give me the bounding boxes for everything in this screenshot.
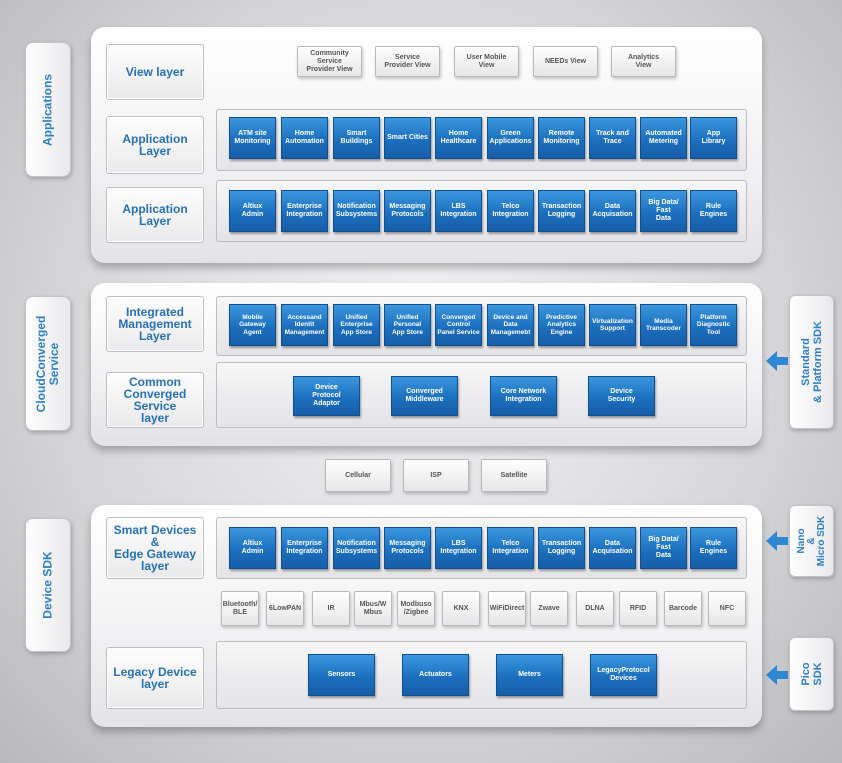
pico-sdk-label: Pico SDK xyxy=(799,662,824,686)
integrated-management-label: Integrated Management Layer xyxy=(106,296,204,352)
smart-item-2: Enterprise Integration xyxy=(281,527,328,569)
nano-sdk-arrow-icon xyxy=(766,530,788,552)
protocol-item-2: 6LowPAN xyxy=(266,591,304,626)
app-row2-item-5: LBS Integration xyxy=(435,190,482,232)
smart-item-5: LBS Integration xyxy=(435,527,482,569)
nano-micro-sdk-tab: Nano & Micro SDK xyxy=(789,505,834,577)
common-item-4: Device Security xyxy=(588,376,655,416)
integrated-item-7: Predictive Analytics Engine xyxy=(538,304,585,346)
integrated-item-1: Mobile Gateway Agent xyxy=(229,304,276,346)
app-row1-item-8: Track and Trace xyxy=(589,117,636,159)
applications-tab: Applications xyxy=(25,42,71,177)
protocol-item-9: DLNA xyxy=(576,591,614,626)
common-item-2: Converged Middleware xyxy=(391,376,458,416)
cloud-converged-tab: CloudConverged Service xyxy=(25,296,71,431)
pico-sdk-tab: Pico SDK xyxy=(789,637,834,711)
app-row1-item-6: Green Applications xyxy=(487,117,534,159)
legacy-item-3: Meters xyxy=(496,654,563,696)
integrated-item-3: Unified Enterprise App Store xyxy=(333,304,380,346)
app-row2-item-9: Big Data/ Fast Data xyxy=(640,190,687,232)
application-layer-label-2: Application Layer xyxy=(106,187,204,243)
legacy-item-2: Actuators xyxy=(402,654,469,696)
app-row2-item-1: Altiux Admin xyxy=(229,190,276,232)
integrated-item-10: Platform Diagnostic Tool xyxy=(690,304,737,346)
integrated-item-5: Converged Control Panel Service xyxy=(435,304,482,346)
app-row1-item-3: Smart Buildings xyxy=(333,117,380,159)
app-row2-item-2: Enterprise Integration xyxy=(281,190,328,232)
protocol-item-1: Bluetooth/ BLE xyxy=(221,591,259,626)
device-sdk-tab: Device SDK xyxy=(25,518,71,652)
pico-sdk-arrow-icon xyxy=(766,664,788,686)
app-row2-item-7: Transaction Logging xyxy=(538,190,585,232)
app-row1-item-4: Smart Cities xyxy=(384,117,431,159)
view-item-5: Analytics View xyxy=(611,46,676,77)
standard-platform-sdk-label: Standard & Platform SDK xyxy=(799,321,824,403)
legacy-item-4: LegacyProtocol Devices xyxy=(590,654,657,696)
app-row1-item-2: Home Automation xyxy=(281,117,328,159)
integrated-item-4: Unified Personal App Store xyxy=(384,304,431,346)
app-row2-item-6: Telco Integration xyxy=(487,190,534,232)
smart-item-1: Altiux Admin xyxy=(229,527,276,569)
app-row2-item-3: Notification Subsystems xyxy=(333,190,380,232)
app-row1-item-5: Home Healthcare xyxy=(435,117,482,159)
app-row2-item-8: Data Acquisation xyxy=(589,190,636,232)
app-row1-item-9: Automated Metering xyxy=(640,117,687,159)
legacy-device-label: Legacy Device layer xyxy=(106,647,204,709)
view-item-2: Service Provider View xyxy=(375,46,440,77)
smart-item-4: Messaging Protocols xyxy=(384,527,431,569)
legacy-item-1: Sensors xyxy=(308,654,375,696)
app-row1-item-7: Remote Monitoring xyxy=(538,117,585,159)
app-row1-item-10: App Library xyxy=(690,117,737,159)
smart-devices-label: Smart Devices & Edge Gateway layer xyxy=(106,517,204,579)
app-row1-item-1: ATM site Monitoring xyxy=(229,117,276,159)
integrated-item-9: Media Transcoder xyxy=(640,304,687,346)
integrated-item-6: Device and Data Managemebt xyxy=(487,304,534,346)
nano-micro-sdk-label: Nano & Micro SDK xyxy=(795,515,827,567)
app-row2-item-4: Messaging Protocols xyxy=(384,190,431,232)
protocol-item-7: WiFiDirect xyxy=(488,591,526,626)
view-item-4: NEEDs View xyxy=(533,46,598,77)
network-item-3: Satellite xyxy=(481,459,547,492)
application-layer-label-1: Application Layer xyxy=(106,116,204,174)
protocol-item-8: Zwave xyxy=(530,591,568,626)
protocol-item-11: Barcode xyxy=(664,591,702,626)
smart-item-10: Rule Engines xyxy=(690,527,737,569)
app-row2-item-10: Rule Engines xyxy=(690,190,737,232)
standard-sdk-arrow-icon xyxy=(766,350,788,372)
smart-item-9: Big Data/ Fast Data xyxy=(640,527,687,569)
integrated-item-2: Accessand Identit Management xyxy=(281,304,328,346)
applications-tab-label: Applications xyxy=(40,73,55,146)
view-item-1: Community Service Provider View xyxy=(297,46,362,77)
view-item-3: User Mobile View xyxy=(454,46,519,77)
standard-platform-sdk-tab: Standard & Platform SDK xyxy=(789,295,834,429)
network-item-2: ISP xyxy=(403,459,469,492)
protocol-item-6: KNX xyxy=(442,591,480,626)
protocol-item-12: NFC xyxy=(708,591,746,626)
network-item-1: Cellular xyxy=(325,459,391,492)
smart-item-3: Notification Subsystems xyxy=(333,527,380,569)
smart-item-7: Transaction Logging xyxy=(538,527,585,569)
common-item-1: Device Protocol Adaptor xyxy=(293,376,360,416)
protocol-item-3: IR xyxy=(312,591,350,626)
smart-item-6: Telco Integration xyxy=(487,527,534,569)
protocol-item-5: Modbuso /Zigbee xyxy=(397,591,435,626)
view-layer-label: View layer xyxy=(106,44,204,100)
device-sdk-tab-label: Device SDK xyxy=(40,551,55,619)
common-item-3: Core Network Integration xyxy=(490,376,557,416)
smart-item-8: Data Acquisation xyxy=(589,527,636,569)
legacy-row-strip xyxy=(216,641,747,709)
protocol-item-4: Mbus/W Mbus xyxy=(354,591,392,626)
integrated-item-8: Virtualization Support xyxy=(589,304,636,346)
cloud-converged-tab-label: CloudConverged Service xyxy=(34,315,61,412)
protocol-item-10: RFID xyxy=(619,591,657,626)
common-converged-label: Common Converged Service layer xyxy=(106,372,204,428)
